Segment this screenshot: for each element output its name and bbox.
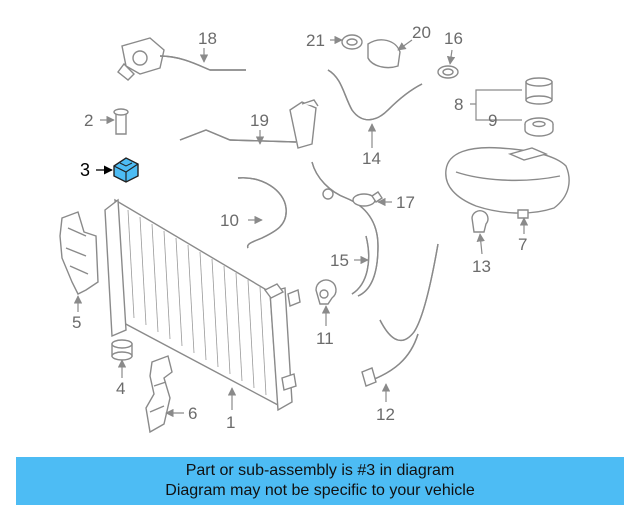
callout-labels: 1 2 3 4 5 6 7 8 9 10 11 12 13 14 15 16 1… [72, 23, 527, 432]
clamp-21-part[interactable] [341, 34, 363, 50]
hose-10-part[interactable] [237, 177, 287, 249]
coolant-pipe-19-part[interactable] [179, 99, 319, 149]
tube-15-part[interactable] [311, 161, 379, 297]
coolant-flange-part[interactable] [117, 37, 246, 81]
callout-12: 12 [376, 405, 395, 424]
callout-7: 7 [518, 235, 527, 254]
callout-17: 17 [396, 193, 415, 212]
callout-3: 3 [80, 160, 90, 180]
callout-20: 20 [412, 23, 431, 42]
radiator-part[interactable] [104, 198, 301, 412]
callout-6: 6 [188, 404, 197, 423]
clip-16-part[interactable] [437, 65, 459, 79]
banner-line-1: Part or sub-assembly is #3 in diagram [185, 462, 455, 479]
callout-1: 1 [226, 413, 235, 432]
lower-air-guide-part[interactable] [145, 355, 173, 434]
clamp-11-part[interactable] [315, 279, 337, 305]
callout-21: 21 [306, 31, 325, 50]
callout-5: 5 [72, 313, 81, 332]
clamp-17-part[interactable] [352, 191, 383, 207]
callout-18: 18 [198, 29, 217, 48]
bolt-part[interactable] [113, 108, 129, 135]
callout-13: 13 [472, 257, 491, 276]
lower-hose-part[interactable] [361, 243, 439, 387]
callout-15: 15 [330, 251, 349, 270]
leader-lines [73, 35, 529, 418]
callout-11: 11 [316, 329, 334, 348]
callout-16: 16 [444, 29, 463, 48]
callout-9: 9 [488, 111, 497, 130]
hose-elbow-20-part[interactable] [367, 39, 401, 69]
radiator-mount-part[interactable] [113, 157, 139, 183]
info-banner: Part or sub-assembly is #3 in diagram Di… [16, 457, 624, 505]
tank-cap-part[interactable] [525, 77, 553, 105]
left-air-guide-part[interactable] [59, 211, 99, 295]
callout-14: 14 [362, 149, 381, 168]
clamp-13-part[interactable] [471, 210, 489, 233]
parts-diagram: 1 2 3 4 5 6 7 8 9 10 11 12 13 14 15 16 1… [59, 23, 570, 434]
expansion-tank-part[interactable] [445, 146, 570, 219]
callout-19: 19 [250, 111, 269, 130]
callout-2: 2 [84, 111, 93, 130]
seal-ring-part[interactable] [524, 117, 554, 137]
callout-8: 8 [454, 95, 463, 114]
callout-10: 10 [220, 211, 239, 230]
callout-4: 4 [116, 379, 125, 398]
pipe-14-part[interactable] [327, 69, 423, 121]
rubber-mount-part[interactable] [111, 339, 133, 361]
banner-line-2: Diagram may not be specific to your vehi… [165, 482, 475, 499]
